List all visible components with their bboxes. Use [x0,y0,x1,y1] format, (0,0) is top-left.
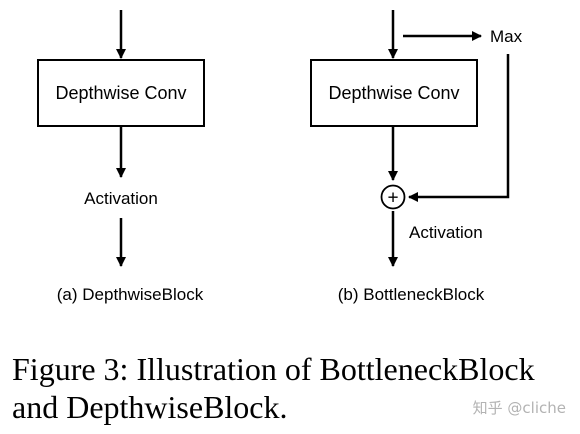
panel-b-depthwise-conv-label: Depthwise Conv [328,83,459,103]
panel-b-activation-label: Activation [409,223,483,242]
panel-a-depthwise-conv-label: Depthwise Conv [55,83,186,103]
watermark: 知乎 @cliche [472,399,566,417]
panel-b-max-to-add-arrow [408,54,510,202]
panel-b-bottleneck-block: Max Depthwise Conv + Activation (b) Bott… [310,10,523,304]
panel-b-add-symbol: + [387,188,398,209]
panel-a-caption: (a) DepthwiseBlock [57,285,204,304]
panel-a-depthwise-conv-box [37,59,205,127]
figure-caption-line-2: and DepthwiseBlock. [12,389,288,425]
figure-caption-line-1: Figure 3: Illustration of BottleneckBloc… [12,351,535,387]
panel-b-add-node [380,184,406,210]
panel-a-activation-label: Activation [84,189,158,208]
panel-a-depthwise-block: Depthwise Conv Activation (a) DepthwiseB… [37,10,205,304]
figure-caption: Figure 3: Illustration of BottleneckBloc… [12,350,572,426]
panel-b-max-label: Max [490,27,523,46]
panel-b-caption: (b) BottleneckBlock [338,285,485,304]
panel-b-depthwise-conv-box [310,59,478,127]
